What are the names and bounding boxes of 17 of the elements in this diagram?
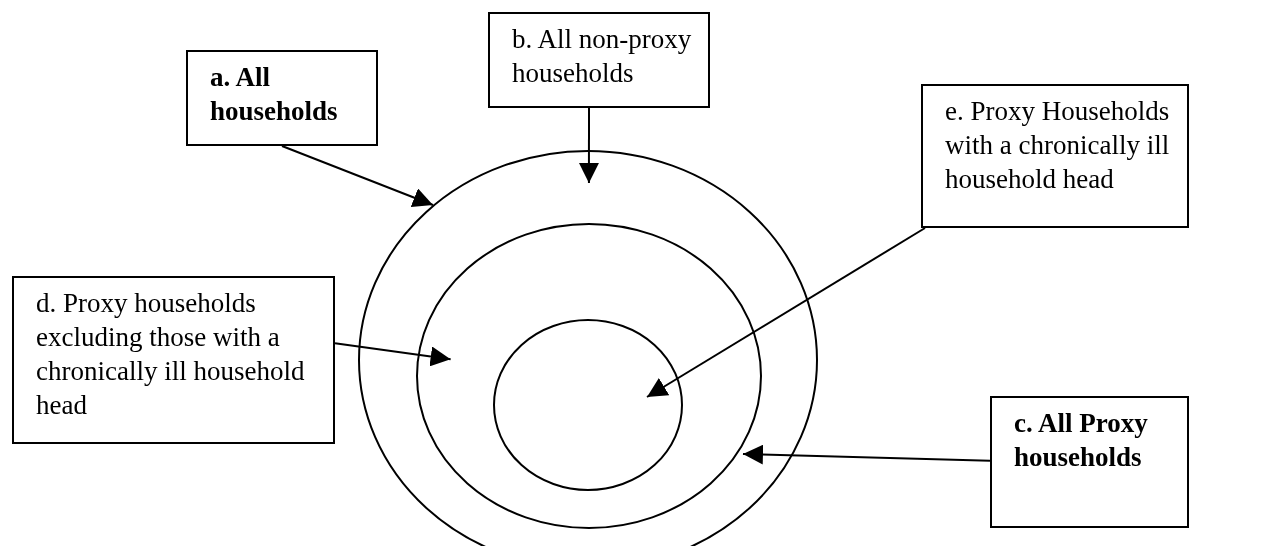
set-ellipse <box>493 319 683 491</box>
arrow <box>334 342 452 367</box>
box-label: a. All households <box>210 61 339 128</box>
box-label: d. Proxy households excluding those with a chronically ill household head <box>36 287 306 422</box>
label-box <box>921 84 1189 228</box>
set-ellipse <box>416 223 762 529</box>
label-box <box>990 396 1189 528</box>
box-label: e. Proxy Households with a chronically ill household head <box>945 95 1171 196</box>
box-label: c. All Proxy households <box>1014 407 1149 474</box>
label-box <box>186 50 378 146</box>
arrow <box>281 145 434 208</box>
arrow <box>578 107 599 184</box>
label-box <box>12 276 335 444</box>
label-box <box>488 12 710 108</box>
arrow <box>741 444 991 465</box>
box-label: b. All non-proxy households <box>512 23 693 90</box>
arrow <box>646 227 926 398</box>
